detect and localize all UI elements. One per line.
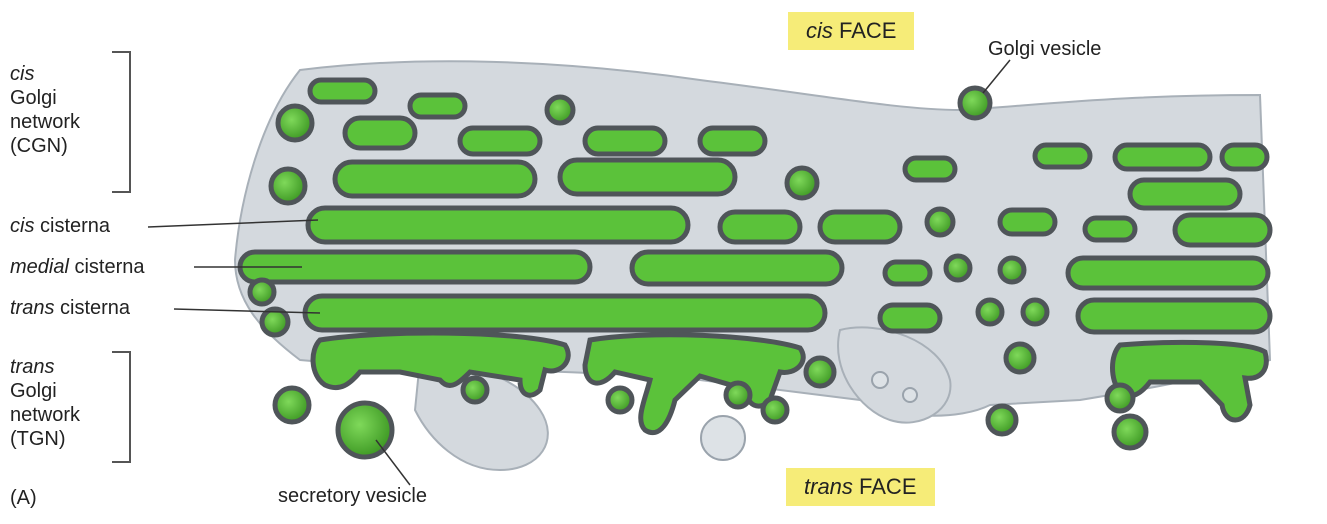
cgn-cisterna-5 [585, 128, 665, 154]
secretory-vesicle-shape [338, 403, 392, 457]
tgn-network-right [1113, 342, 1267, 420]
trans-cisterna-shape [305, 296, 825, 330]
cgn-cisterna-4 [460, 128, 540, 154]
cis-cisterna-shape [308, 208, 688, 242]
secretory-vesicle-label: secretory vesicle [278, 484, 427, 508]
trans-face-label: trans FACE [786, 468, 935, 506]
cis-face-label: cis FACE [788, 12, 914, 50]
trans-cisterna-label: trans cisterna [10, 296, 130, 320]
cgn-cisterna-6 [700, 128, 765, 154]
panel-label: (A) [10, 486, 37, 510]
cgn-label: cis Golgi network (CGN) [10, 62, 80, 158]
cgn-cisterna-3 [345, 118, 415, 148]
golgi-vesicle-label: Golgi vesicle [988, 37, 1101, 61]
cgn-cisterna-1 [310, 80, 375, 102]
golgi-vesicle-shape [960, 88, 990, 118]
cgn-cisterna-8 [560, 160, 735, 194]
cgn-cisterna-2 [410, 95, 465, 117]
medial-cisterna-label: medial cisterna [10, 255, 145, 279]
cgn-cisterna-7 [335, 162, 535, 196]
cis-cisterna-label: cis cisterna [10, 214, 110, 238]
tgn-label: trans Golgi network (TGN) [10, 355, 80, 451]
